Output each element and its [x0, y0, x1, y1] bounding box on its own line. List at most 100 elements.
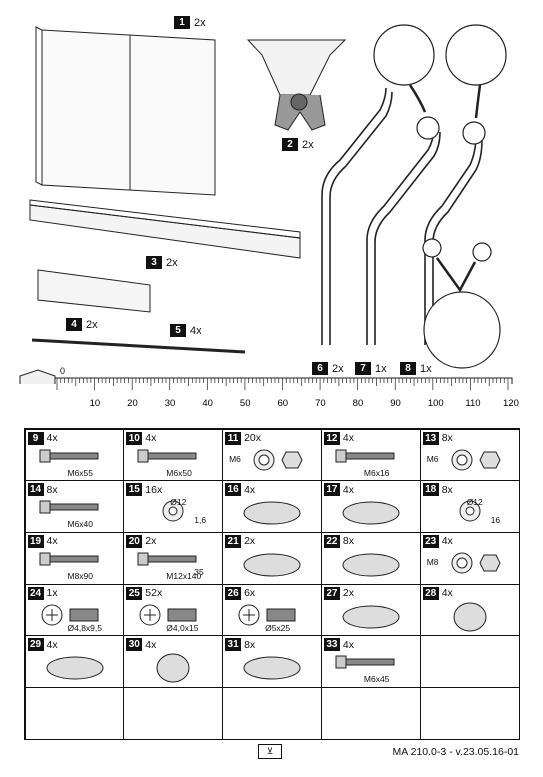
part-quantity: 4x: [342, 638, 354, 651]
part-drawing: [46, 656, 103, 680]
part-quantity: 8x: [342, 535, 354, 548]
part-number: 19: [27, 534, 44, 548]
empty-cell: [419, 686, 520, 740]
part-number: 30: [126, 638, 143, 652]
part-number: 15: [126, 483, 143, 497]
part-quantity: 4x: [46, 535, 58, 548]
part-drawing: [243, 656, 301, 680]
plate-part-illustration: [37, 269, 151, 313]
part-number: 22: [323, 534, 340, 548]
part-dimension-label: Ø5x25: [265, 622, 291, 633]
part-drawing: [137, 449, 197, 462]
part-number: 13: [422, 431, 439, 445]
ruler-tick-label: 90: [390, 398, 401, 409]
part-quantity: 4x: [244, 483, 256, 496]
part-drawing: [459, 500, 481, 522]
empty-cell: [419, 635, 520, 688]
rod-part-illustration: [31, 338, 246, 354]
part-number: 28: [422, 586, 439, 600]
part-number: 27: [323, 586, 340, 600]
part-dimension-label: M6: [229, 453, 241, 464]
part-number: 24: [27, 586, 44, 600]
part-dimension-label: Ø12: [170, 497, 187, 508]
part-drawing: [335, 655, 395, 669]
part-quantity: 2x: [145, 535, 157, 548]
part-number: 33: [323, 638, 340, 652]
part-number: 21: [225, 534, 242, 548]
part-quantity: 8x: [441, 432, 453, 444]
ruler-tick-label: 60: [278, 398, 289, 409]
part-drawing: [39, 500, 98, 514]
part-quantity: 6x: [244, 587, 256, 599]
ruler-tick-label: 20: [127, 398, 138, 409]
panel-part-illustration: [35, 26, 216, 196]
part-drawing: [39, 552, 98, 566]
part-quantity: 8x: [46, 483, 58, 496]
document-code: MA 210.0-3 - v.23.05.16-01: [392, 746, 519, 758]
empty-cell: [320, 686, 421, 740]
part-quantity: 4x: [342, 483, 354, 496]
part-quantity: 8x: [244, 638, 256, 651]
part-quantity: 2x: [244, 535, 256, 548]
ruler-tick-label: 110: [465, 398, 480, 409]
bracket-part-illustration: [246, 39, 347, 131]
part-dimension-label: M6x45: [363, 674, 390, 685]
part-quantity: 4x: [145, 432, 157, 444]
part-number: 31: [225, 638, 242, 652]
part-drawing: [238, 604, 296, 625]
part-drawing: [451, 552, 501, 574]
part-quantity: 4x: [46, 638, 58, 651]
part-quantity: 2x: [342, 587, 354, 599]
empty-cell: [222, 686, 322, 740]
footer-mark: ⊻: [258, 744, 282, 759]
part-drawing: [156, 653, 190, 683]
part-drawing: [139, 604, 197, 625]
part-drawing: [342, 605, 400, 628]
part-dimension-label: M8: [426, 556, 439, 567]
part-quantity: 20x: [244, 432, 262, 444]
empty-cell: [123, 686, 224, 740]
part-drawing: [253, 449, 303, 470]
part-dimension-label-secondary: 35: [194, 566, 204, 577]
part-number: 16: [225, 483, 242, 497]
part-number: 10: [126, 431, 143, 445]
part-dimension-label: M6x50: [166, 467, 192, 478]
part-drawing: [243, 501, 301, 525]
part-number: 23: [422, 534, 439, 548]
part-number: 12: [323, 431, 340, 445]
part-quantity: 1x: [46, 587, 58, 599]
